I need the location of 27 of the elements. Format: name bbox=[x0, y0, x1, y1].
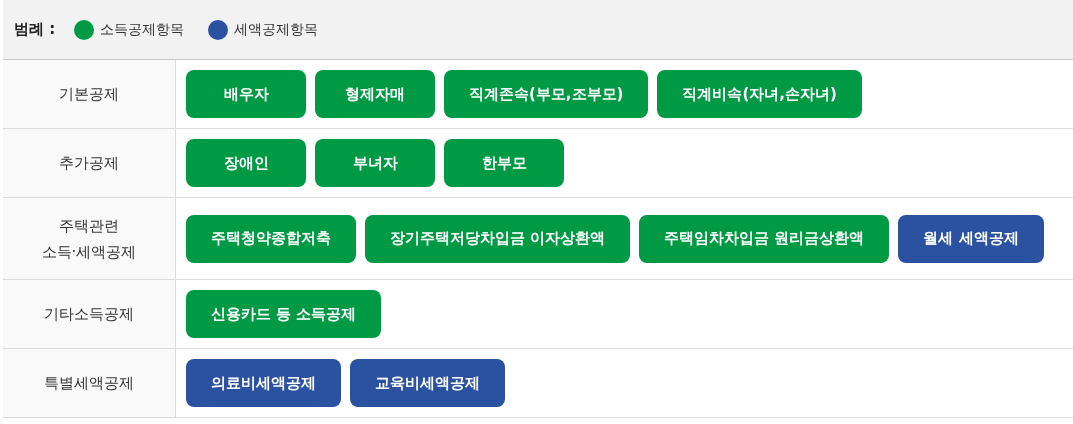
deduction-item-tag: 주택임차차입금 원리금상환액 bbox=[639, 214, 890, 263]
row-header-cell bbox=[3, 349, 176, 417]
row-header-text: 주택관련 소득·세액공제 bbox=[40, 215, 138, 263]
deduction-item-tag: 신용카드 등 소득공제 bbox=[186, 290, 382, 338]
row-header-cell bbox=[3, 129, 176, 197]
deduction-item-tag: 직계비속(자녀,손자녀) bbox=[657, 70, 862, 118]
row-header-cell bbox=[3, 198, 176, 279]
deduction-item-tag: 교육비세액공제 bbox=[350, 359, 505, 407]
row-header-text: 기본공제 bbox=[59, 84, 119, 105]
deduction-item-tag: 장애인 bbox=[186, 139, 306, 187]
deduction-item-tag: 배우자 bbox=[186, 70, 306, 118]
row-header-text: 추가공제 bbox=[59, 153, 119, 174]
row-header-text: 기타소득공제 bbox=[44, 304, 134, 325]
row-header-cell bbox=[3, 60, 176, 128]
deduction-item-tag: 장기주택저당차입금 이자상환액 bbox=[365, 214, 631, 263]
deduction-item-tag: 주택청약종합저축 bbox=[186, 214, 356, 263]
legend-text: 소득공제항목 bbox=[100, 20, 185, 39]
legend-text: 세액공제항목 bbox=[234, 20, 319, 39]
row-header-cell bbox=[3, 280, 176, 348]
deduction-item-tag: 한부모 bbox=[444, 139, 564, 187]
deduction-item-tag: 월세 세액공제 bbox=[898, 214, 1044, 263]
deduction-item-tag: 의료비세액공제 bbox=[186, 359, 341, 407]
deduction-item-tag: 부녀자 bbox=[315, 139, 435, 187]
legend-title: 범례 : bbox=[14, 19, 56, 41]
row-header-text: 특별세액공제 bbox=[44, 373, 134, 394]
deduction-item-tag: 형제자매 bbox=[315, 70, 435, 118]
deduction-item-tag: 직계존속(부모,조부모) bbox=[444, 70, 649, 118]
